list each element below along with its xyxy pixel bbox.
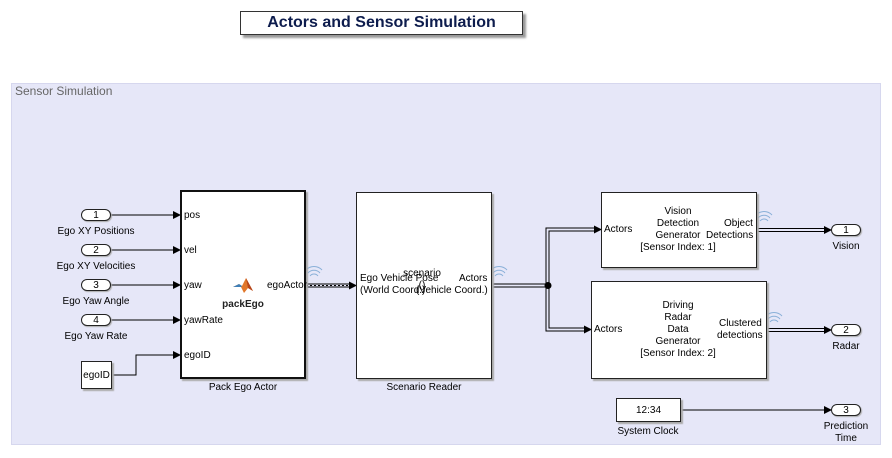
scenario-reader-caption: Scenario Reader — [386, 382, 462, 393]
signal-icon — [490, 266, 508, 277]
port-clustered: Clustered — [719, 318, 762, 329]
vision-detection-generator-block[interactable] — [601, 192, 757, 268]
signal-icon — [755, 211, 773, 222]
port-egoid: egoID — [184, 350, 211, 361]
matlab-logo-icon — [233, 278, 253, 293]
signal-icon — [765, 312, 783, 323]
bus-actors — [492, 225, 602, 334]
inport-label: Ego XY Velocities — [56, 261, 136, 272]
function-name: packEgo — [222, 299, 264, 310]
port-yawrate: yawRate — [184, 315, 223, 326]
wire-egoid — [112, 351, 181, 376]
inport-label: Ego Yaw Angle — [62, 296, 130, 307]
vision-block-center: Vision Detection Generator [Sensor Index… — [640, 206, 716, 253]
port-actors: Actors — [459, 273, 488, 284]
signal-icon — [305, 266, 323, 277]
outport-label: Prediction Time — [823, 421, 869, 444]
scenario-reader-block[interactable] — [356, 192, 492, 379]
port-egoactor: egoActor — [267, 280, 308, 291]
port-object: Object — [724, 218, 753, 229]
radar-block-center: Driving Radar Data Generator [Sensor Ind… — [640, 300, 716, 359]
area-label: Sensor Simulation — [15, 84, 113, 98]
port-vel: vel — [184, 245, 197, 256]
egoid-block[interactable]: egoID — [81, 361, 112, 389]
system-clock-caption: System Clock — [617, 426, 679, 437]
outport-3[interactable]: 3 — [831, 404, 861, 416]
bus-clustered-detections — [767, 326, 832, 334]
inport-label: Ego XY Positions — [57, 226, 135, 237]
port-ego-vehicle-pose-coord: (World Coord.) — [360, 285, 426, 296]
port-yaw: yaw — [184, 280, 202, 291]
port-detections: Detections — [706, 230, 754, 241]
port-pos: pos — [184, 210, 201, 221]
port-actors: Actors — [604, 224, 633, 235]
inport-label: Ego Yaw Rate — [64, 331, 128, 342]
outport-label: Radar — [832, 341, 860, 352]
inport-2[interactable]: 2 — [81, 244, 111, 256]
pack-ego-caption: Pack Ego Actor — [208, 382, 278, 393]
outport-1[interactable]: 1 — [831, 224, 861, 236]
outport-2[interactable]: 2 — [831, 324, 861, 336]
diagram-title: Actors and Sensor Simulation — [240, 11, 523, 35]
inport-4[interactable]: 4 — [81, 314, 111, 326]
port-ego-vehicle-pose: Ego Vehicle Pose — [360, 273, 439, 284]
bus-object-detections — [757, 226, 832, 234]
system-clock-block[interactable]: 12:34 — [616, 398, 681, 422]
inport-3[interactable]: 3 — [81, 279, 111, 291]
radar-data-generator-block[interactable] — [591, 281, 767, 379]
outport-label: Vision — [832, 241, 860, 252]
scenario-reader-center: scenario () — [403, 268, 441, 291]
matlab-function-block-content: packEgo — [221, 276, 265, 310]
bus-egoactor — [306, 281, 357, 290]
port-detections: detections — [717, 330, 763, 341]
inport-1[interactable]: 1 — [81, 209, 111, 221]
port-actors: Actors — [594, 324, 623, 335]
port-actors-coord: (Vehicle Coord.) — [416, 285, 488, 296]
